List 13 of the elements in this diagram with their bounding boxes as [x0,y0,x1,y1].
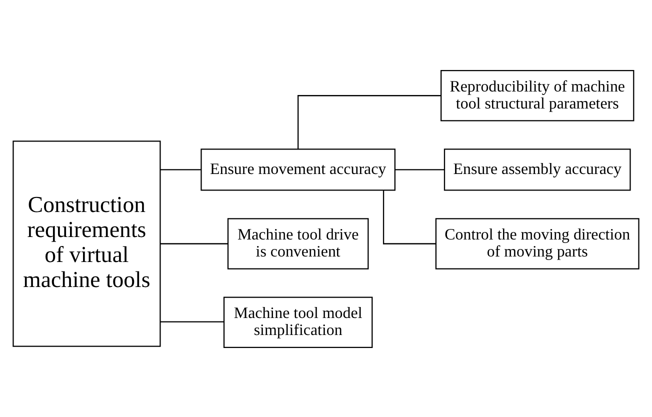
connector [160,242,228,244]
connector [298,94,442,149]
connector [160,168,201,170]
node-box: Machine tool drive is convenient [227,218,369,269]
node-box: Construction requirements of virtual machine tools [12,140,161,346]
node-box: Control the moving direction of moving parts [435,218,640,269]
node-box: Reproducibility of machine tool structural parameters [440,70,634,121]
node-box: Machine tool model simplification [223,296,373,348]
connector [382,190,436,244]
connector [160,320,224,322]
node-box: Ensure movement accuracy [200,148,396,190]
node-box: Ensure assembly accuracy [444,148,631,190]
connector [395,168,444,170]
